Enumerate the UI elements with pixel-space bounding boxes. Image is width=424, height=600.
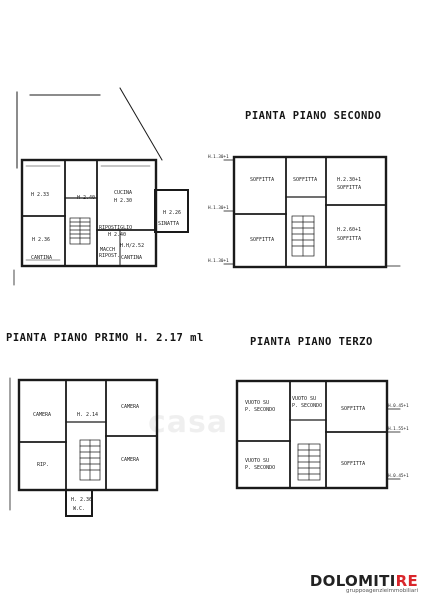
- label-sec-soffitta-3: SOFFITTA: [337, 185, 361, 191]
- ground-floor-plan: [20, 158, 189, 268]
- label-ter-soffitta-1: SOFFITTA: [341, 406, 365, 412]
- label-pri-camera-2: CAMERA: [121, 404, 139, 410]
- level-sec-mid: H.1.30+1: [208, 205, 229, 211]
- label-sec-soffitta-1: SOFFITTA: [250, 177, 274, 183]
- label-h230: H 2.30: [114, 198, 132, 204]
- label-pri-h236: H. 2.36: [71, 497, 92, 503]
- label-sec-soffitta-5: SOFFITTA: [337, 236, 361, 242]
- label-sec-soffitta-2: SOFFITTA: [293, 177, 317, 183]
- level-ter-bottom: H.0.45+1: [388, 473, 409, 479]
- label-ripost: RIPOST.: [99, 253, 120, 259]
- label-macch: MACCH: [100, 247, 115, 253]
- label-h240: H 2.40: [77, 195, 95, 201]
- logo-tagline: gruppoagenzieimmobiliari: [346, 588, 418, 594]
- label-h226: H 2.26: [163, 210, 181, 216]
- logo-word-accent: RE: [395, 572, 418, 590]
- label-sec-h230: H.2.30+1: [337, 177, 361, 183]
- label-sinatta: SINATTA: [158, 221, 179, 227]
- title-piano-terzo: PIANTA PIANO TERZO: [250, 336, 373, 348]
- label-pri-camera-1: CAMERA: [33, 412, 51, 418]
- watermark: casa: [148, 405, 229, 440]
- label-pri-rip: RIP.: [37, 462, 49, 468]
- label-cucina: CUCINA: [114, 190, 132, 196]
- level-ter-mid: H.1.55+1: [388, 426, 409, 432]
- logo-wordmark: DOLOMITIRE: [310, 573, 418, 589]
- label-ter-vuoto-2b: P. SECONDO: [292, 403, 322, 409]
- label-ripostiglio: RIPOSTIGLIO: [99, 225, 132, 231]
- label-ter-vuoto-1a: VUOTO SU: [245, 400, 269, 406]
- second-floor-plan: [223, 155, 401, 269]
- label-sec-soffitta-4: SOFFITTA: [250, 237, 274, 243]
- label-h252: H.H/2.52: [120, 243, 144, 249]
- title-piano-secondo: PIANTA PIANO SECONDO: [245, 110, 382, 122]
- third-floor-plan: [235, 379, 401, 490]
- label-sec-h260: H.2.60+1: [337, 227, 361, 233]
- logo-word-main: DOLOMITI: [309, 572, 396, 590]
- title-piano-primo: PIANTA PIANO PRIMO H. 2.17 ml: [6, 332, 204, 344]
- label-ter-vuoto-3b: P. SECONDO: [245, 465, 275, 471]
- level-ter-top: H.0.45+1: [388, 403, 409, 409]
- agency-logo: DOLOMITIRE gruppoagenzieimmobiliari: [310, 573, 418, 594]
- label-ter-vuoto-1b: P. SECONDO: [245, 407, 275, 413]
- label-pri-h214: H. 2.14: [77, 412, 98, 418]
- level-sec-bottom: H.1.30+1: [208, 258, 229, 264]
- label-h236: H 2.36: [32, 237, 50, 243]
- label-cantina-right: CANTINA: [121, 255, 142, 261]
- label-ter-vuoto-3a: VUOTO SU: [245, 458, 269, 464]
- label-pri-camera-3: CAMERA: [121, 457, 139, 463]
- first-floor-plan: [9, 377, 159, 517]
- context-sketch: [13, 87, 163, 286]
- label-pri-wc: W.C.: [73, 506, 85, 512]
- label-cantina-left: CANTINA: [31, 255, 52, 261]
- label-ter-soffitta-2: SOFFITTA: [341, 461, 365, 467]
- label-h233: H 2.33: [31, 192, 49, 198]
- label-h240b: H 2.40: [108, 232, 126, 238]
- label-ter-vuoto-2a: VUOTO SU: [292, 396, 316, 402]
- level-sec-top: H.1.30+1: [208, 154, 229, 160]
